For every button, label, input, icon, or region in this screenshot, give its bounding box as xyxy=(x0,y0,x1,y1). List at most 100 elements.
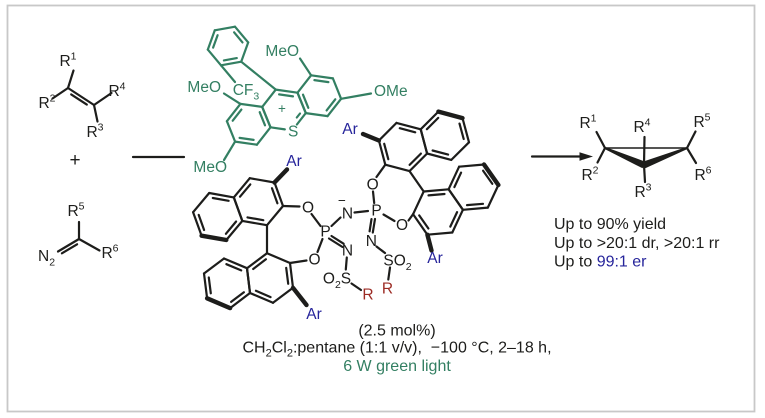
bond xyxy=(92,91,113,107)
bond xyxy=(482,169,494,185)
bond xyxy=(330,234,345,245)
bond xyxy=(219,60,243,67)
alkene-r2-label: R2 xyxy=(38,93,55,113)
bond xyxy=(278,93,295,98)
catalyst-structure: O O P N − N P O O N O2S SO2 R R Ar Ar Ar… xyxy=(192,109,501,323)
catalyst-ar-label-2: Ar xyxy=(306,306,322,323)
bond xyxy=(461,116,471,144)
bond xyxy=(447,165,461,191)
bond xyxy=(371,217,377,234)
bond xyxy=(70,93,88,106)
bond xyxy=(204,296,233,311)
bond xyxy=(290,285,309,308)
bond xyxy=(298,57,313,77)
bond xyxy=(371,190,376,205)
bond xyxy=(418,214,430,230)
bond xyxy=(408,152,422,166)
bond xyxy=(425,116,440,131)
bond xyxy=(313,78,330,84)
bond xyxy=(382,213,396,223)
bond xyxy=(458,122,465,141)
bond xyxy=(202,272,209,300)
bond xyxy=(197,213,206,232)
bond xyxy=(240,60,277,91)
bond xyxy=(375,163,387,179)
bond xyxy=(377,121,398,142)
bond xyxy=(642,135,646,167)
bond xyxy=(398,127,417,134)
bond xyxy=(245,252,269,270)
bond xyxy=(60,243,79,255)
bond xyxy=(230,291,245,303)
bond xyxy=(269,126,286,131)
bond xyxy=(51,86,70,100)
bond xyxy=(458,163,486,168)
diazo-r6-label: R6 xyxy=(101,243,118,263)
bond xyxy=(449,211,459,228)
bond xyxy=(255,126,272,146)
catalyst-p-right-label: P xyxy=(371,203,381,220)
bond xyxy=(447,188,464,211)
bond xyxy=(273,181,285,208)
product-r5-label: R5 xyxy=(693,112,710,132)
bond xyxy=(238,136,255,141)
photocat-meo-bottom-label: MeO xyxy=(193,159,227,176)
catalyst-minus-charge: − xyxy=(338,193,346,208)
bond xyxy=(431,149,450,156)
photocat-meo-top-label: MeO xyxy=(265,43,299,60)
bond xyxy=(92,103,99,123)
bond xyxy=(296,74,313,94)
bond xyxy=(231,108,243,122)
bond xyxy=(225,120,237,143)
product-r6-label: R6 xyxy=(694,165,711,185)
bond xyxy=(225,219,244,242)
bond xyxy=(225,263,243,272)
catalyst-ar-label-3: Ar xyxy=(342,121,358,138)
bond xyxy=(486,183,500,209)
bond xyxy=(426,231,454,236)
bond xyxy=(304,111,329,118)
bond xyxy=(461,206,489,211)
alkene-r1-label: R1 xyxy=(59,51,76,71)
bond xyxy=(206,48,223,67)
diazo-r5-label: R5 xyxy=(67,201,84,221)
bond xyxy=(246,216,265,222)
catalyst-n-right-label: N xyxy=(366,233,377,250)
bond xyxy=(222,140,237,162)
catalyst-ar-label-4: Ar xyxy=(427,250,443,267)
bond xyxy=(261,105,272,129)
bond xyxy=(239,102,264,109)
bond xyxy=(222,257,249,270)
bond xyxy=(316,237,324,254)
bond xyxy=(232,177,251,199)
catalyst-so2-right-label: SO2 xyxy=(383,253,411,274)
bond xyxy=(412,190,425,216)
wedge-bond xyxy=(642,147,688,169)
bond xyxy=(229,291,252,310)
bond xyxy=(296,91,307,115)
catalyst-so2-left-label: O2S xyxy=(323,271,351,292)
catalyst-o-lower-left-label: O xyxy=(308,252,320,269)
bond xyxy=(213,25,237,32)
bond xyxy=(310,74,334,80)
bond xyxy=(265,252,292,265)
bond xyxy=(232,196,244,222)
bond xyxy=(360,131,382,143)
bond xyxy=(408,152,429,173)
bond xyxy=(451,208,464,234)
alkene-r3-label: R3 xyxy=(86,122,103,142)
bond xyxy=(192,191,211,214)
bond xyxy=(595,130,607,150)
bond xyxy=(192,211,203,237)
bond xyxy=(685,146,698,165)
bond xyxy=(419,110,440,131)
bond xyxy=(326,97,343,118)
bond xyxy=(344,256,348,271)
product-r1-label: R1 xyxy=(579,113,596,133)
bond xyxy=(265,204,285,227)
bond xyxy=(331,77,343,100)
bond xyxy=(419,128,429,155)
product-r3-label: R3 xyxy=(634,182,651,202)
bond xyxy=(66,86,96,107)
